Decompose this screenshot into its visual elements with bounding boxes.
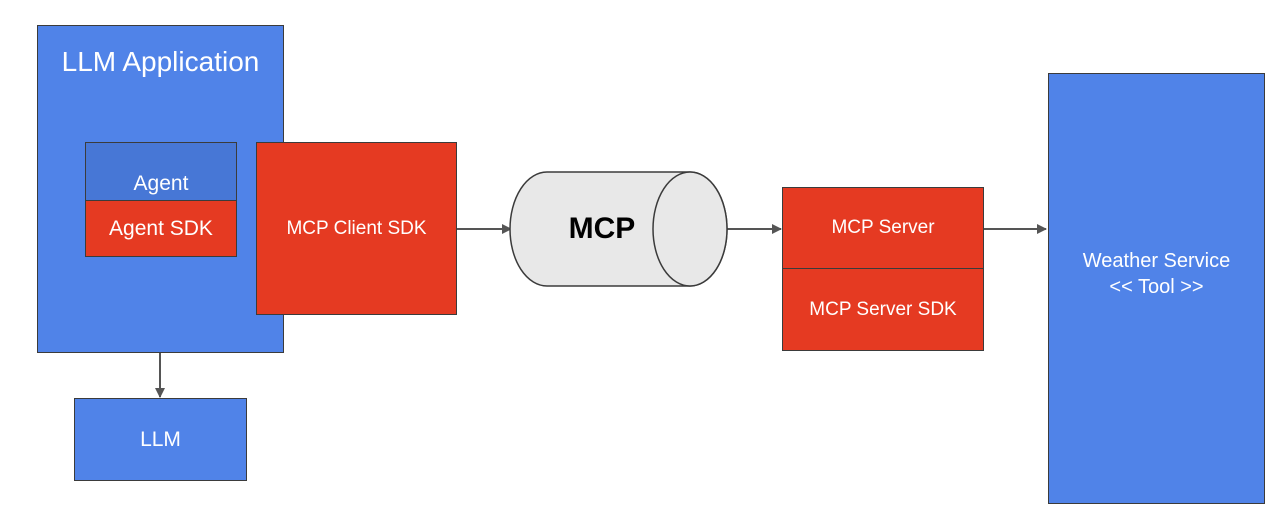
agent-sdk-box: Agent SDK xyxy=(85,200,237,257)
mcp-server-box: MCP Server xyxy=(782,187,984,269)
weather-service-stereotype: << Tool >> xyxy=(1109,275,1204,298)
agent-sdk-label: Agent SDK xyxy=(109,216,213,240)
mcp-client-sdk-label: MCP Client SDK xyxy=(286,217,427,239)
mcp-cylinder xyxy=(509,171,728,287)
mcp-server-sdk-label: MCP Server SDK xyxy=(809,298,957,320)
mcp-server-sdk-box: MCP Server SDK xyxy=(782,268,984,351)
llm-application-label: LLM Application xyxy=(61,46,260,77)
agent-label: Agent xyxy=(133,172,189,195)
mcp-server-label: MCP Server xyxy=(831,217,935,238)
agent-box: Agent xyxy=(85,142,237,201)
mcp-cylinder-cap xyxy=(652,171,728,287)
weather-service-box: Weather Service << Tool >> xyxy=(1048,73,1265,504)
mcp-transport-label: MCP xyxy=(568,212,636,245)
weather-service-label: Weather Service xyxy=(1082,249,1231,272)
llm-label: LLM xyxy=(140,427,181,451)
mcp-client-sdk-box: MCP Client SDK xyxy=(256,142,457,315)
llm-box: LLM xyxy=(74,398,247,481)
